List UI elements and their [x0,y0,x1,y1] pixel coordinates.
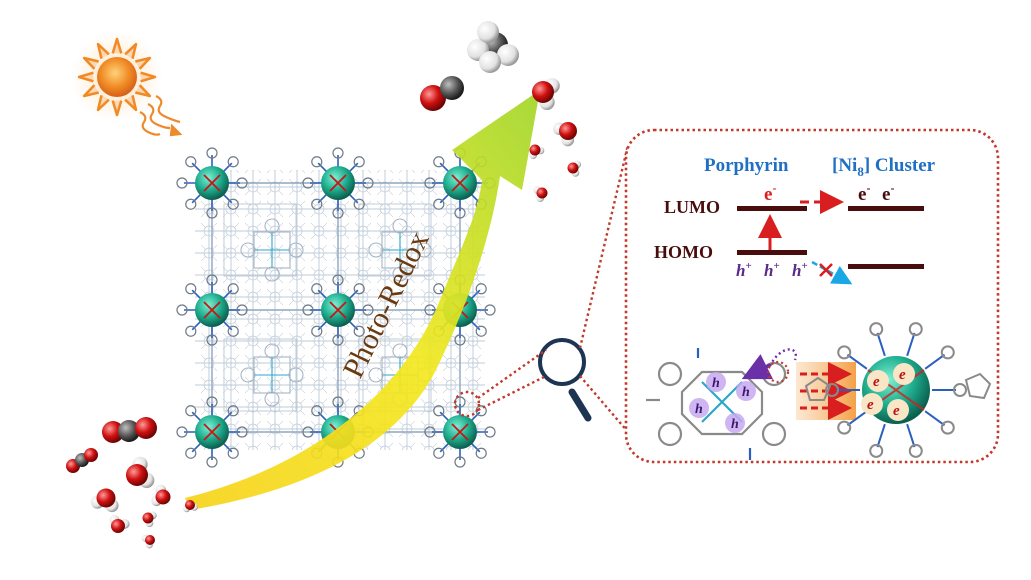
co2-molecule-icon [102,417,157,443]
cluster-heading: [Ni8] Cluster [832,155,936,179]
hole-marker [706,372,726,392]
ni8-cluster-node [302,147,374,219]
water-molecule-icon [183,500,198,513]
inset-panel: Porphyrin [Ni8] Cluster LUMO HOMO e- e- … [624,128,1000,464]
blocked-cross-icon [819,263,833,277]
hole-marker [736,381,756,401]
ni8-cluster-node [302,274,374,346]
hole-marker [725,413,745,433]
hole-2: h+ [764,260,780,280]
water-molecule-icon [90,488,119,513]
electron-marker-label: e [873,374,880,390]
water-molecule-icon [552,122,577,147]
electron-marker-label: e [899,367,906,383]
ni8-cluster-structure: e e e e [804,322,992,458]
water-molecule-icon [141,534,155,549]
ch4-molecule-icon [467,21,519,73]
electron-marker-label: e [893,403,900,419]
ni8-cluster-node [176,396,248,468]
cluster-electron-2: e- [882,181,894,205]
porphyrin-linker [240,218,304,282]
porphyrin-structure: h h h h [646,348,797,460]
hole-marker-label: h [731,417,739,432]
hole-transfer-arrow [811,260,853,285]
water-molecule-icon [529,144,545,160]
co2-molecule-icon [66,448,98,473]
cluster-lumo-level [848,206,924,211]
hole-marker [689,398,709,418]
water-molecule-icon [109,515,130,533]
hole-1: h+ [736,260,752,280]
ni8-cluster-node [176,274,248,346]
ni8-cluster-node [424,396,496,468]
hole-marker-label: h [742,385,750,400]
magnifier-icon [538,338,592,422]
ni8-cluster-node [176,147,248,219]
porphyrin-electron: e- [764,181,776,205]
cluster-electron-1: e- [858,181,870,205]
porphyrin-heading: Porphyrin [704,155,789,176]
water-molecule-icon [532,78,560,110]
porphyrin-linker [240,343,304,407]
hole-migration-arrow [741,354,774,380]
water-molecule-icon [142,511,157,528]
hole-marker-label: h [695,402,703,417]
water-molecule-icon [151,484,171,507]
lumo-label: LUMO [664,197,720,217]
electron-markers: e e e e [861,363,915,421]
water-molecule-icon [533,186,548,203]
water-molecule-icon [567,160,582,177]
porphyrin-linker [368,218,432,282]
zoom-connector [453,144,630,433]
sun-icon [71,31,163,123]
water-molecule-icon [126,456,155,488]
hole-3: h+ [792,260,808,280]
electron-marker-label: e [867,397,874,413]
cluster-homo-level [848,264,924,269]
porphyrin-homo-level [737,250,807,255]
homo-label: HOMO [654,242,713,262]
co-molecule-icon [420,76,464,111]
hole-marker-label: h [712,376,720,391]
porphyrin-lumo-level [737,206,807,211]
light-waves-icon [139,95,183,137]
